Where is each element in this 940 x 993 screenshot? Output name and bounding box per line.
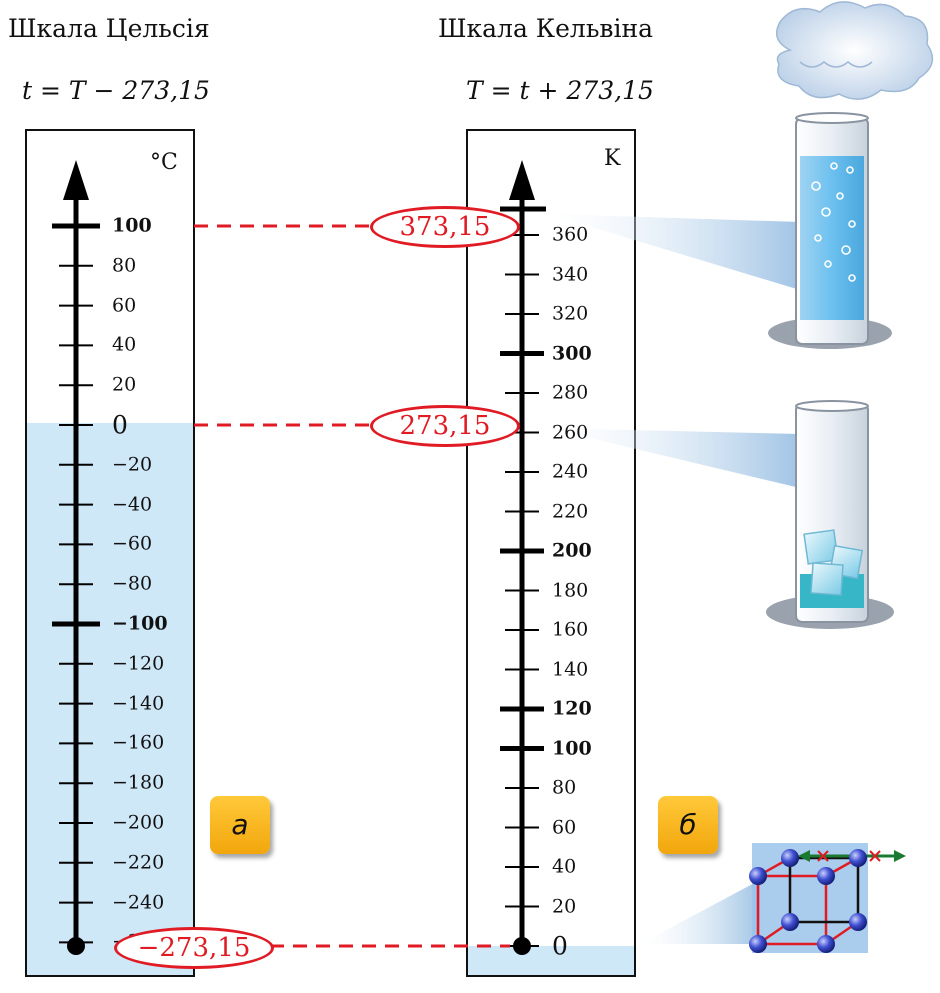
celsius-tick-label: −220 [112, 851, 165, 874]
kelvin-tick-label: 180 [552, 579, 589, 601]
celsius-zero-dot [67, 937, 85, 955]
kelvin-tick-label: 160 [552, 618, 589, 641]
kelvin-tick-label: 260 [552, 421, 589, 443]
celsius-tick-label: 40 [112, 333, 137, 356]
kelvin-title: Шкала Кельвіна [438, 14, 654, 43]
crystal-lattice-icon [749, 843, 906, 953]
kelvin-tick-label: 100 [552, 737, 592, 759]
absolute-zero-celsius-oval: −273,15 [114, 927, 274, 969]
kelvin-frame [466, 129, 636, 977]
kelvin-arrow [509, 160, 535, 200]
celsius-tick-label: −180 [112, 771, 165, 794]
boiling-beam [548, 214, 800, 290]
celsius-arrow [63, 160, 89, 200]
kelvin-tick-label: 240 [552, 460, 589, 483]
kelvin-unit: K [604, 146, 621, 171]
kelvin-tick-label: 0 [552, 931, 568, 961]
kelvin-tick-label: 140 [552, 658, 589, 680]
lattice-beam [640, 880, 760, 944]
freezing-kelvin-oval: 273,15 [370, 405, 520, 447]
celsius-tick-label: 100 [112, 214, 152, 237]
kelvin-column [466, 129, 636, 977]
kelvin-tick-label: 20 [552, 895, 577, 917]
badge-a: а [210, 796, 270, 854]
kelvin-tick-label: 200 [552, 539, 592, 562]
celsius-tick-label: −80 [112, 572, 153, 595]
kelvin-bottom-fill [467, 946, 635, 976]
celsius-column [25, 129, 195, 977]
celsius-tick-label: −100 [112, 612, 168, 635]
kelvin-formula: T = t + 273,15 [466, 76, 654, 105]
celsius-unit: °C [150, 150, 178, 175]
kelvin-tick-label: 300 [552, 342, 592, 364]
celsius-tick-label: −40 [112, 493, 153, 516]
kelvin-tick-label: 280 [552, 381, 589, 404]
kelvin-tick-label: 220 [552, 500, 589, 522]
kelvin-tick-label: 40 [552, 855, 577, 878]
kelvin-tick-label: 80 [552, 776, 577, 799]
badge-b: б [658, 796, 718, 854]
ice-water-glass-icon [766, 400, 894, 629]
kelvin-tick-label: 320 [552, 302, 589, 325]
celsius-tick-label: −240 [112, 891, 165, 914]
celsius-tick-label: −200 [112, 811, 165, 834]
below-freezing-fill [26, 423, 194, 976]
kelvin-tick-label: 340 [552, 263, 589, 285]
celsius-tick-label: −120 [112, 652, 165, 675]
boiling-kelvin-oval: 373,15 [370, 206, 520, 248]
kelvin-tick-label: 60 [552, 816, 577, 838]
celsius-tick-label: −140 [112, 692, 165, 715]
kelvin-tick-label: 120 [552, 697, 592, 720]
boiling-water-glass-icon [768, 1, 934, 349]
celsius-formula: t = T − 273,15 [22, 76, 210, 105]
kelvin-tick-label: 360 [552, 223, 589, 246]
ice-beam [548, 428, 800, 488]
celsius-title: Шкала Цельсія [8, 14, 210, 43]
celsius-tick-label: −60 [112, 532, 153, 555]
celsius-tick-label: −160 [112, 731, 165, 754]
celsius-tick-label: 0 [112, 410, 128, 440]
celsius-tick-label: −20 [112, 453, 153, 476]
celsius-frame [25, 129, 195, 977]
celsius-tick-label: 20 [112, 373, 137, 396]
celsius-tick-label: 80 [112, 254, 137, 277]
celsius-tick-label: 60 [112, 294, 137, 317]
